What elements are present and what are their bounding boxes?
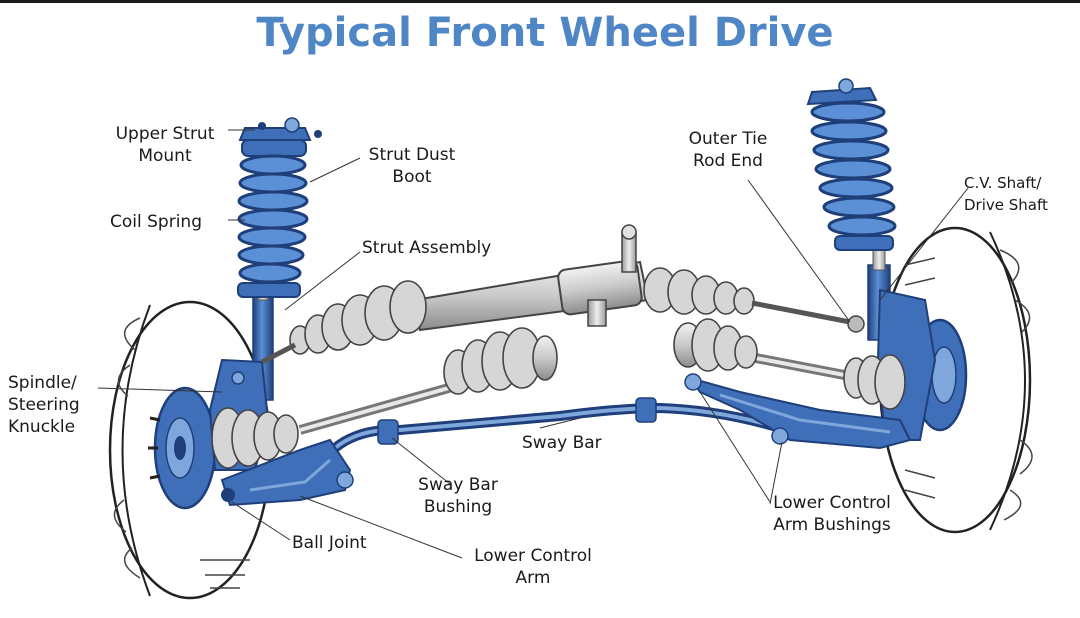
label-cv-shaft: C.V. Shaft/ Drive Shaft (964, 172, 1048, 216)
right-cv-shaft (673, 318, 906, 410)
left-hub (148, 386, 217, 510)
label-lower-control-arm: Lower Control Arm (458, 545, 608, 589)
label-outer-tie-rod-end-line1: Outer Tie (688, 129, 768, 149)
label-outer-tie-rod-end-line2: Rod End (693, 151, 763, 171)
label-ball-joint: Ball Joint (292, 533, 367, 553)
steering-rack (260, 224, 865, 365)
leader-lines (97, 129, 969, 559)
label-sway-bar-bushing-line2: Bushing (423, 497, 493, 517)
label-lower-control-arm-bushings: Lower Control Arm Bushings (760, 492, 904, 536)
label-outer-tie-rod-end: Outer Tie Rod End (668, 128, 788, 172)
label-strut-dust-boot-line2: Boot (392, 167, 432, 187)
label-spindle-line3: Knuckle (8, 417, 76, 437)
top-rule (0, 0, 1080, 3)
label-strut-assembly: Strut Assembly (362, 238, 492, 258)
label-sway-bar: Sway Bar (522, 433, 602, 453)
label-strut-dust-boot: Strut Dust Boot (352, 144, 472, 188)
label-cv-shaft-line2: Drive Shaft (964, 196, 1048, 214)
label-sway-bar-bushing: Sway Bar Bushing (402, 474, 514, 518)
label-sway-bar-bushing-line1: Sway Bar (418, 475, 498, 495)
label-lower-control-arm-line2: Arm (515, 568, 551, 588)
sway-bar (330, 397, 785, 453)
label-spindle-line1: Spindle/ (8, 373, 77, 393)
right-lower-control-arm (684, 373, 912, 450)
label-strut-dust-boot-line1: Strut Dust (368, 145, 456, 165)
diagram-title: Typical Front Wheel Drive (256, 10, 834, 56)
label-lower-control-arm-bushings-line2: Arm Bushings (773, 515, 891, 535)
label-lower-control-arm-bushings-line1: Lower Control (773, 493, 891, 513)
left-cv-shaft (211, 327, 558, 469)
label-upper-strut-mount-line1: Upper Strut (115, 124, 215, 144)
label-spindle-line2: Steering (8, 395, 80, 415)
label-upper-strut-mount: Upper Strut Mount (100, 123, 230, 167)
label-upper-strut-mount-line2: Mount (138, 146, 192, 166)
label-spindle-steering-knuckle: Spindle/ Steering Knuckle (8, 372, 80, 438)
label-cv-shaft-line1: C.V. Shaft/ (964, 174, 1042, 192)
label-lower-control-arm-line1: Lower Control (474, 546, 592, 566)
left-lower-control-arm (220, 438, 354, 507)
label-coil-spring: Coil Spring (110, 212, 202, 232)
